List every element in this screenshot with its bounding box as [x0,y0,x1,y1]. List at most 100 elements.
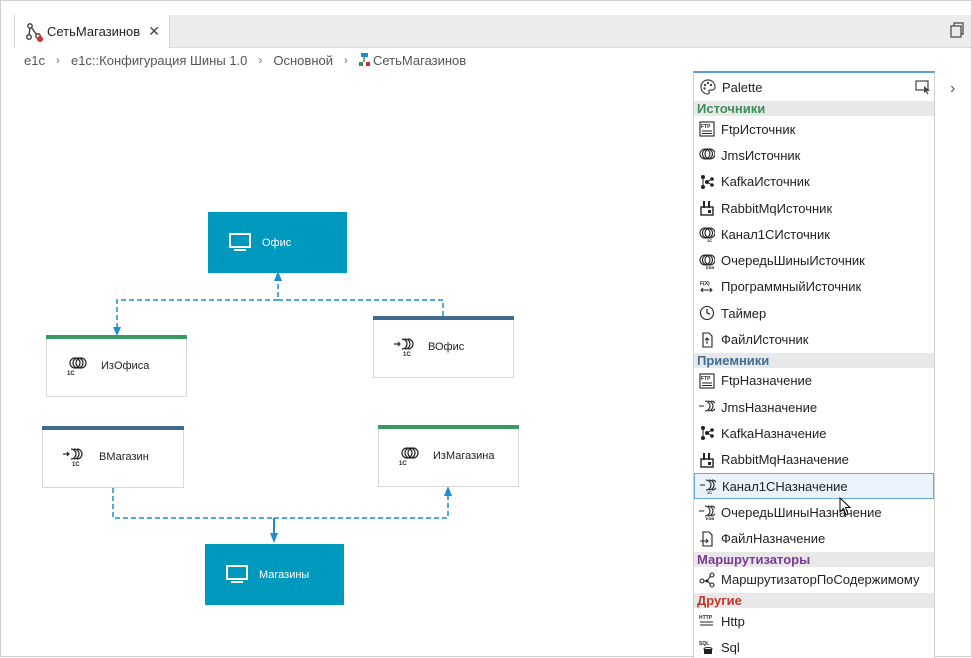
rabbit-icon [698,199,716,217]
ftp-icon: FTP [698,372,716,390]
node-top-bar [373,316,514,320]
tab-label: СетьМагазинов [47,24,141,39]
diagram-small-icon [359,53,370,66]
palette-item-label: JmsНазначение [721,399,818,415]
palette-item-label: Канал1СНазначение [722,478,848,494]
palette-item-label: ФайлНазначение [721,531,826,547]
connector-to-office [277,280,444,316]
palette-item[interactable]: KafkaИсточник [694,169,934,195]
breadcrumb-item[interactable]: Основной [273,52,333,68]
esb-src-icon: ESB [698,252,716,270]
chevron-right-icon: › [55,53,60,67]
node-top-bar [46,335,187,339]
node-label: Магазины [259,568,310,581]
tab-store-network[interactable]: СетьМагазинов ✕ [14,15,170,48]
svg-text:1С: 1С [707,490,712,494]
channel-1c-source-icon: 1С [399,447,419,466]
palette-header: Palette [694,73,934,101]
svg-text:FTP: FTP [701,376,711,382]
breadcrumb: e1c › e1c::Конфигурация Шины 1.0 › Основ… [24,52,466,68]
node-to-office[interactable]: 1С ВОфис [373,316,514,378]
connector-from-office [116,299,278,328]
palette-item[interactable]: FTP FtpНазначение [694,368,934,394]
palette-item[interactable]: 1С Канал1СИсточник [694,221,934,247]
palette-item-label: KafkaНазначение [721,425,827,441]
palette-category[interactable]: Источники [694,101,934,116]
palette-item[interactable]: ФайлНазначение [694,525,934,551]
breadcrumb-item[interactable]: e1c::Конфигурация Шины 1.0 [70,52,248,68]
router-icon [698,571,716,589]
1c-src-icon: 1С [698,225,716,243]
palette-item[interactable]: JmsНазначение [694,394,934,420]
palette-item-label: JmsИсточник [721,147,801,163]
node-from-store[interactable]: 1С ИзМагазина [378,425,519,487]
file-dst-icon [698,530,716,548]
palette-item-label: KafkaИсточник [721,174,810,190]
monitor-icon [226,564,248,583]
breadcrumb-item[interactable]: e1c [24,52,45,68]
node-label: ИзМагазина [433,450,495,462]
palette-item-label: FtpНазначение [721,373,813,389]
palette-item[interactable]: KafkaНазначение [694,420,934,446]
onec-text: 1С [72,462,80,467]
palette-item[interactable]: ESB ОчередьШиныИсточник [694,247,934,273]
restore-window-icon[interactable] [949,22,965,38]
node-label: ИзОфиса [101,360,150,372]
node-label: Офис [262,236,292,249]
http-icon: HTTP [698,612,716,630]
palette-item[interactable]: 1С Канал1СНазначение [694,472,934,500]
chevron-right-icon[interactable]: › [950,80,956,97]
kafka-icon [698,173,716,191]
palette-item[interactable]: ФайлИсточник [694,326,934,352]
node-stores[interactable]: Магазины [205,544,344,605]
breadcrumb-item-current[interactable]: СетьМагазинов [373,52,467,68]
esb-dst-icon: ESB [698,503,716,521]
onec-text: 1С [67,371,75,376]
palette-icon [700,79,716,95]
node-office[interactable]: Офис [208,212,347,273]
file-src-icon [698,331,716,349]
node-label: ВМагазин [99,451,149,463]
jms-src-icon [698,146,716,164]
palette-item[interactable]: F(X)ПрограммныйИсточник [694,274,934,300]
palette-item[interactable]: МаршрутизаторПоСодержимому [694,567,934,593]
node-from-office[interactable]: 1С ИзОфиса [46,335,187,397]
palette-item[interactable]: HTTP Http [694,608,934,634]
palette-item-label: Http [721,613,745,629]
channel-1c-destination-icon: 1С [394,338,414,357]
palette-item-label: RabbitMqНазначение [721,452,849,468]
palette-item[interactable]: Таймер [694,300,934,326]
select-tool-icon[interactable] [915,79,931,95]
svg-text:ESB: ESB [706,516,714,520]
jms-dst-icon [698,398,716,416]
palette-category[interactable]: Другие [694,593,934,609]
palette-item-label: ОчередьШиныИсточник [721,253,865,269]
palette-category[interactable]: Маршрутизаторы [694,551,934,567]
diagram-canvas[interactable]: Офис 1С ИзОфиса 1С ВОфис [0,72,692,656]
node-top-bar [378,425,519,429]
palette-item-label: МаршрутизаторПоСодержимому [721,572,920,588]
palette-title: Palette [722,79,763,95]
arrow-head [444,486,452,496]
chevron-right-icon: › [344,53,348,67]
palette-item[interactable]: RabbitMqНазначение [694,447,934,473]
palette-item-label: Канал1СИсточник [721,226,830,242]
connector-to-stores [112,488,275,534]
1c-dst-icon: 1С [699,477,717,495]
tab-bar: СетьМагазинов ✕ [14,15,971,48]
palette-item-label: Таймер [721,305,767,321]
palette-category[interactable]: Приемники [694,352,934,368]
close-icon[interactable]: ✕ [148,23,160,39]
timer-icon [698,304,716,322]
svg-text:SQL: SQL [699,641,709,647]
kafka-icon [698,424,716,442]
palette-item[interactable]: RabbitMqИсточник [694,195,934,221]
palette-item[interactable]: JmsИсточник [694,142,934,168]
node-to-store[interactable]: 1С ВМагазин [42,426,184,488]
mouse-cursor-icon [839,497,852,516]
